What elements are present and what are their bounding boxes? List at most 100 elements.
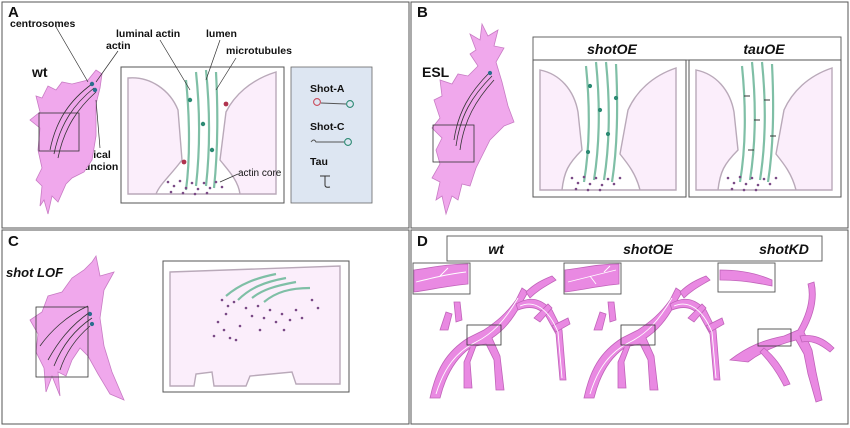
label-actin-core: actin core bbox=[238, 168, 282, 179]
shot-c-glyph bbox=[310, 138, 352, 146]
legend-tau-label: Tau bbox=[310, 156, 328, 168]
actin-core-dots bbox=[726, 175, 778, 192]
panel-b: B ESL shotOE tauOE bbox=[410, 1, 849, 229]
tau-glyph bbox=[320, 175, 331, 188]
microtubule bbox=[204, 69, 211, 187]
header-tauoe: tauOE bbox=[743, 41, 785, 57]
actin-dots-scattered bbox=[212, 298, 320, 342]
panel-c-condition: shot LOF bbox=[6, 265, 64, 280]
centrosome-dot bbox=[487, 70, 493, 76]
actin-marker bbox=[181, 159, 187, 165]
panel-a-condition: wt bbox=[31, 64, 48, 80]
panel-a: A centrosomes wt actin apical juncion bbox=[1, 1, 410, 229]
panel-b-condition: ESL bbox=[422, 64, 450, 80]
microtubule bbox=[263, 286, 311, 303]
inset-branch bbox=[413, 263, 469, 293]
terminal-cell-a bbox=[29, 26, 119, 215]
panel-a-zoom: luminal actin lumen microtubules actin c… bbox=[116, 28, 292, 204]
cell-body-zoom bbox=[127, 71, 277, 195]
legend: Shot-A Shot-C Tau bbox=[290, 66, 373, 204]
microtubule bbox=[738, 65, 746, 183]
cell-c-microtubules bbox=[39, 305, 93, 371]
panel-d: D wt shotOE shotKD bbox=[410, 229, 849, 425]
microtubule bbox=[194, 71, 201, 187]
microtubule bbox=[758, 61, 766, 181]
zoom-box bbox=[35, 306, 89, 378]
zoom-box bbox=[432, 124, 475, 163]
cell-b-microtubules bbox=[453, 71, 495, 151]
shotoe-zoom bbox=[532, 59, 687, 198]
shot-marker bbox=[585, 149, 591, 155]
cell-a-microtubules bbox=[49, 83, 97, 159]
panel-d-letter: D bbox=[417, 233, 428, 250]
microtubule bbox=[602, 61, 610, 181]
legend-shot-a-label: Shot-A bbox=[310, 83, 345, 95]
tau-marks bbox=[744, 95, 776, 151]
actin-core-dots bbox=[570, 175, 622, 192]
label-microtubules: microtubules bbox=[226, 45, 292, 57]
centrosome-dot bbox=[87, 311, 93, 317]
panel-d-frame bbox=[410, 229, 849, 425]
label-lumen: lumen bbox=[206, 28, 237, 40]
panel-b-header-bar bbox=[532, 36, 842, 61]
label-actin: actin bbox=[106, 40, 131, 52]
panel-c: C shot LOF bbox=[1, 229, 410, 425]
legend-shot-c-label: Shot-C bbox=[310, 121, 345, 133]
panel-a-frame bbox=[1, 1, 410, 229]
centrosome-dot bbox=[92, 87, 98, 93]
shot-marker bbox=[187, 97, 193, 103]
cell-body-zoom bbox=[695, 67, 833, 191]
shot-a-glyph bbox=[313, 98, 354, 108]
centrosome-dot bbox=[89, 81, 95, 87]
zoom-box bbox=[757, 328, 792, 347]
tracheal-tree-shotoe bbox=[563, 262, 725, 399]
shot-marker bbox=[605, 131, 611, 137]
actin-marker bbox=[223, 101, 229, 107]
tracheal-tree-wt bbox=[412, 262, 571, 399]
tracheal-tree-shotkd bbox=[717, 262, 835, 403]
zoom-box bbox=[38, 112, 80, 152]
microtubule bbox=[184, 79, 191, 191]
panel-b-letter: B bbox=[417, 4, 428, 21]
cell-body-zoom bbox=[539, 67, 677, 191]
centrosome-dot bbox=[89, 321, 95, 327]
microtubule bbox=[766, 63, 775, 183]
microtubule bbox=[212, 71, 219, 189]
zoom-box bbox=[466, 324, 502, 346]
inset-branch bbox=[719, 269, 773, 287]
microtubule bbox=[237, 276, 287, 301]
inset-lumen bbox=[415, 267, 467, 283]
microtubule bbox=[225, 272, 277, 297]
panel-a-letter: A bbox=[8, 4, 19, 21]
terminal-cell-b bbox=[431, 22, 515, 216]
panel-d-header-bar bbox=[446, 235, 823, 262]
label-centrosomes: centrosomes bbox=[10, 18, 76, 30]
header-wt: wt bbox=[488, 241, 505, 257]
zoom-box bbox=[620, 324, 656, 346]
shot-marker bbox=[587, 83, 593, 89]
panel-c-frame bbox=[1, 229, 410, 425]
zoom-pointer-lines bbox=[159, 39, 239, 183]
shot-marker bbox=[200, 121, 206, 127]
microtubule bbox=[748, 61, 756, 181]
shot-marker bbox=[209, 147, 215, 153]
shot-marker bbox=[613, 95, 619, 101]
pointer-lines bbox=[55, 26, 119, 149]
actin-core-dots bbox=[166, 179, 224, 196]
panel-c-zoom bbox=[162, 260, 350, 393]
header-shotoe: shotOE bbox=[587, 41, 637, 57]
label-luminal-actin: luminal actin bbox=[116, 28, 180, 40]
shot-marker bbox=[597, 107, 603, 113]
panel-c-letter: C bbox=[8, 233, 19, 250]
legend-box bbox=[290, 66, 373, 204]
microtubule bbox=[582, 65, 590, 183]
microtubule bbox=[610, 63, 619, 183]
header-shotoe-d: shotOE bbox=[623, 241, 673, 257]
inset-lumen bbox=[567, 265, 617, 285]
terminal-cell-c bbox=[29, 254, 125, 401]
header-shotkd: shotKD bbox=[759, 241, 809, 257]
tauoe-zoom bbox=[688, 59, 842, 198]
cell-body-zoom bbox=[169, 265, 341, 387]
microtubule bbox=[592, 61, 600, 181]
